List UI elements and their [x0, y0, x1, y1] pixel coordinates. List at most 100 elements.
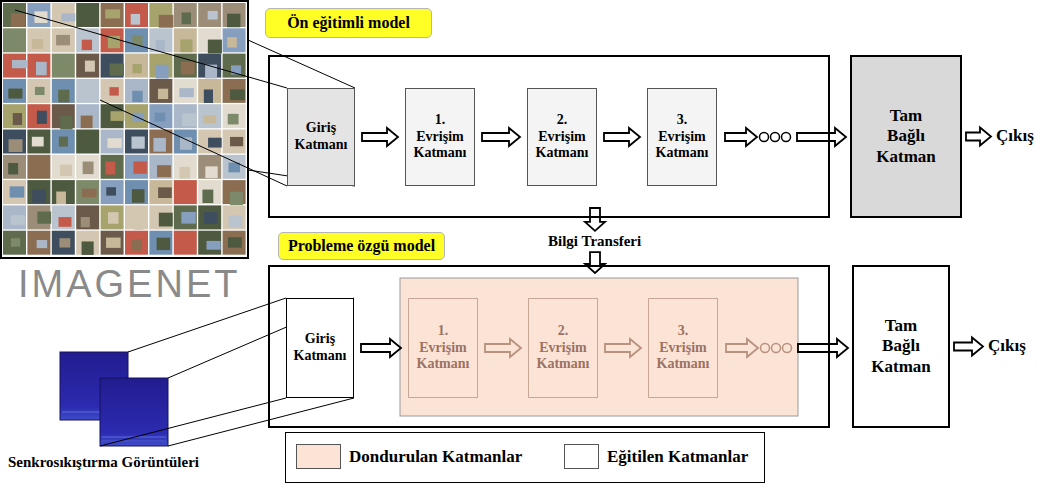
layer-box: 2. Evrişim Katmanı	[528, 298, 598, 398]
output-label: Çıkış	[988, 336, 1026, 356]
block-arrow	[726, 339, 758, 357]
projection-line	[128, 298, 286, 352]
photo-detail	[158, 187, 172, 198]
photo-tile	[125, 180, 148, 204]
heading-text: Ön eğitimli model	[287, 13, 410, 32]
photo-detail	[13, 113, 22, 125]
photo-detail	[37, 212, 51, 224]
photo-tile	[27, 54, 50, 78]
photo-detail	[208, 138, 222, 148]
block-arrow	[482, 128, 520, 146]
photo-detail	[132, 239, 142, 250]
layer-label: 2. Evrişim Katmanı	[534, 323, 592, 373]
photo-detail	[81, 217, 90, 227]
photo-tile	[149, 155, 172, 179]
photo-detail	[131, 137, 144, 149]
photo-detail	[8, 89, 22, 99]
photo-detail	[208, 40, 222, 54]
photo-tile	[76, 104, 99, 128]
photo-detail	[60, 165, 72, 176]
photo-detail	[157, 238, 171, 250]
photo-tile	[27, 180, 50, 204]
layer-box: 1. Evrişim Katmanı	[408, 298, 478, 398]
photo-tile	[101, 231, 124, 255]
photo-detail	[82, 88, 97, 100]
photo-tile	[174, 180, 197, 204]
photo-tile	[223, 54, 246, 78]
edge-label: Bilgi Transferi	[545, 233, 644, 250]
projection-line	[100, 398, 286, 446]
photo-tile	[174, 28, 197, 52]
photo-tile	[198, 205, 221, 229]
photo-detail	[12, 60, 27, 68]
photo-tile	[3, 3, 26, 27]
photo-detail	[179, 88, 193, 97]
layer-label: 1. Evrişim Katmanı	[414, 323, 472, 373]
flow-connector	[604, 128, 640, 146]
photo-tile	[198, 231, 221, 255]
image-caption: Senkrosıkıştırma Görüntüleri	[8, 453, 199, 471]
photo-tile	[76, 28, 99, 52]
photo-tile	[76, 130, 99, 154]
legend-swatch	[564, 444, 599, 469]
photo-detail	[32, 190, 46, 203]
photo-tile	[27, 79, 50, 103]
photo-tile	[174, 54, 197, 78]
block-arrow	[798, 339, 848, 357]
photo-detail	[181, 62, 195, 75]
photo-detail	[8, 37, 19, 47]
photo-detail	[37, 111, 47, 124]
photo-detail	[62, 64, 74, 73]
photo-detail	[82, 40, 92, 50]
photo-detail	[34, 161, 48, 171]
photo-tile	[76, 54, 99, 78]
photo-detail	[58, 90, 69, 103]
model-frame: Probleme özgü modelGiriş Katmanı1. Evriş…	[268, 265, 830, 428]
photo-detail	[181, 212, 195, 224]
photo-tile	[76, 79, 99, 103]
photo-tile	[52, 155, 75, 179]
projection-lines	[15, 10, 355, 446]
projection-line	[15, 10, 287, 88]
photo-detail	[83, 162, 94, 175]
block-arrow	[954, 338, 983, 356]
photo-detail	[81, 116, 93, 129]
photo-detail	[132, 189, 145, 203]
photo-tile	[52, 231, 75, 255]
output-arrow	[954, 338, 983, 356]
photo-tile	[3, 104, 26, 128]
model-heading: Ön eğitimli model	[265, 8, 432, 38]
ellipsis-dot	[782, 133, 791, 142]
photo-tile	[101, 130, 124, 154]
photo-tile	[223, 205, 246, 229]
photo-detail	[208, 11, 218, 20]
photo-detail	[11, 215, 25, 225]
photo-detail	[207, 241, 221, 250]
photo-tile	[223, 3, 246, 27]
photo-tile	[125, 231, 148, 255]
photo-detail	[228, 114, 239, 125]
photo-tile	[52, 205, 75, 229]
photo-detail	[159, 15, 174, 28]
photo-detail	[85, 61, 95, 72]
block-arrow	[605, 339, 641, 357]
photo-tile	[27, 155, 50, 179]
photo-tile	[174, 130, 197, 154]
photo-detail	[227, 37, 237, 47]
photo-tile	[125, 28, 148, 52]
photo-tile	[52, 130, 75, 154]
ellipsis-dot	[771, 133, 780, 142]
photo-detail	[11, 13, 25, 27]
photo-tile	[52, 28, 75, 52]
photo-detail	[82, 139, 95, 148]
photo-tile	[174, 3, 197, 27]
ellipsis-dot	[783, 344, 792, 353]
ellipsis-dot	[760, 133, 769, 142]
photo-tile	[76, 3, 99, 27]
layer-label: Tam Bağlı Katman	[864, 316, 938, 377]
block-arrow	[966, 128, 991, 146]
photo-detail	[60, 116, 72, 130]
layer-box: Giriş Katmanı	[286, 298, 354, 398]
photo-tile	[149, 54, 172, 78]
photo-tile	[27, 130, 50, 154]
